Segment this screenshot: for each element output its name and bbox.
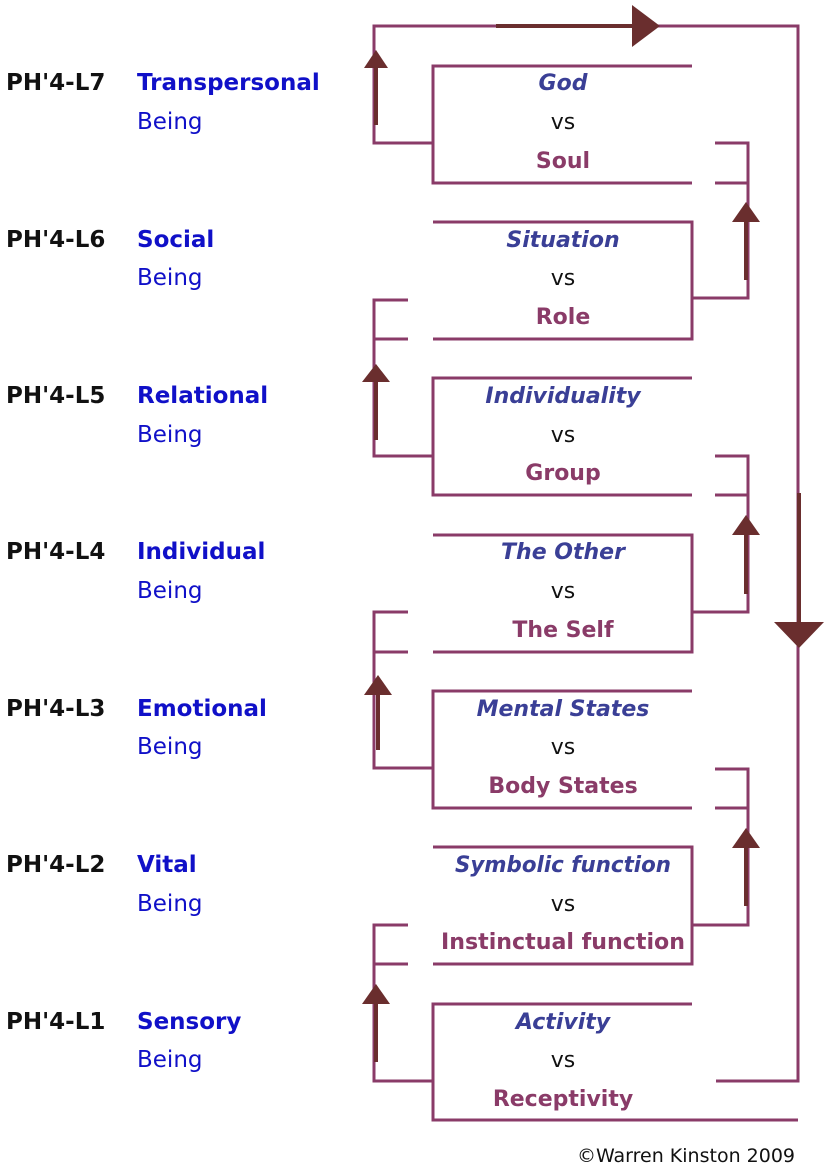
level-name-l1: Sensory: [137, 1009, 241, 1035]
up-arrow-icon: [362, 984, 390, 1062]
top-pole-l7: God: [539, 71, 588, 96]
level-name-l3: Emotional: [137, 696, 267, 722]
level-boxes: [431, 64, 798, 1122]
bottom-pole-l6: Role: [536, 305, 591, 330]
top-pole-l5: Individuality: [485, 384, 642, 409]
top-pole-l4: The Other: [501, 540, 626, 565]
up-arrow-icon: [364, 675, 392, 750]
box-l4: [433, 533, 694, 654]
vs-l6: vs: [551, 266, 575, 291]
down-arrow-icon: [774, 493, 824, 648]
box-l6: [433, 220, 694, 341]
vs-l2: vs: [551, 892, 575, 917]
box-contents: God vs Soul Situation vs Role Individual…: [441, 71, 685, 1112]
top-pole-l2: Symbolic function: [455, 853, 671, 878]
level-name-l7: Transpersonal: [137, 70, 320, 96]
up-arrow-icon: [732, 515, 760, 594]
level-name-l4: Individual: [137, 539, 265, 565]
box-l2: [433, 845, 694, 966]
level-sub-l5: Being: [137, 422, 203, 448]
box-l5: [431, 376, 692, 497]
copyright-notice: ©Warren Kinston 2009: [577, 1145, 795, 1167]
box-l3: [431, 689, 692, 810]
level-code-l5: PH'4-L5: [6, 383, 105, 409]
level-sub-l7: Being: [137, 109, 203, 135]
up-arrow-icon: [732, 828, 760, 906]
right-arrow-icon: [496, 5, 660, 47]
level-sub-l3: Being: [137, 734, 203, 760]
bottom-pole-l7: Soul: [536, 149, 590, 174]
flow-arrows: [362, 5, 824, 1062]
level-code-l4: PH'4-L4: [6, 539, 105, 565]
level-sub-l2: Being: [137, 891, 203, 917]
level-name-l5: Relational: [137, 383, 268, 409]
level-code-l1: PH'4-L1: [6, 1009, 105, 1035]
bottom-pole-l1: Receptivity: [493, 1087, 633, 1112]
bottom-pole-l4: The Self: [512, 618, 614, 643]
box-l7: [431, 64, 692, 185]
level-sub-l4: Being: [137, 578, 203, 604]
level-name-l6: Social: [137, 227, 214, 253]
top-pole-l1: Activity: [514, 1010, 612, 1035]
box-l1: [431, 1002, 798, 1122]
up-arrow-icon: [364, 50, 388, 125]
top-pole-l3: Mental States: [477, 697, 650, 722]
level-code-l2: PH'4-L2: [6, 852, 105, 878]
level-code-l7: PH'4-L7: [6, 70, 105, 96]
level-labels: PH'4-L7 Transpersonal Being PH'4-L6 Soci…: [6, 70, 320, 1073]
vs-l4: vs: [551, 579, 575, 604]
top-pole-l6: Situation: [506, 228, 619, 253]
level-sub-l6: Being: [137, 265, 203, 291]
vs-l5: vs: [551, 423, 575, 448]
vs-l3: vs: [551, 735, 575, 760]
up-arrow-icon: [732, 202, 760, 280]
bottom-pole-l3: Body States: [488, 774, 637, 799]
up-arrow-icon: [362, 364, 390, 440]
bottom-pole-l5: Group: [525, 461, 600, 486]
level-sub-l1: Being: [137, 1047, 203, 1073]
level-name-l2: Vital: [137, 852, 197, 878]
level-code-l6: PH'4-L6: [6, 227, 105, 253]
vs-l7: vs: [551, 110, 575, 135]
vs-l1: vs: [551, 1048, 575, 1073]
bottom-pole-l2: Instinctual function: [441, 930, 685, 955]
level-code-l3: PH'4-L3: [6, 696, 105, 722]
